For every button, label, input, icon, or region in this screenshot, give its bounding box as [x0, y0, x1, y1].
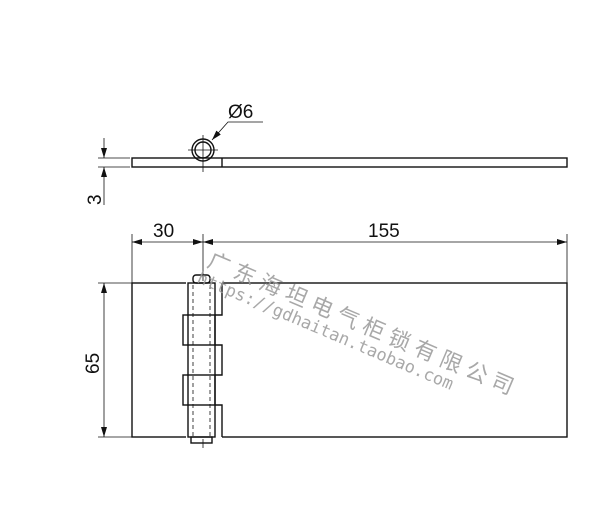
- watermark: 广东海坦电气柜锁有限公司 https://gdhaitan.taobao.com: [194, 249, 523, 403]
- height-label: 65: [83, 353, 104, 374]
- thickness-label: 3: [85, 194, 106, 205]
- pin-bottom: [190, 436, 213, 444]
- knuckle-mask: [186, 281, 222, 439]
- pin-offset-label: 30: [153, 221, 174, 242]
- pin-head: [192, 274, 211, 284]
- diameter-label: Ø6: [228, 102, 253, 123]
- front-view: 65: [83, 274, 568, 444]
- diameter-leader: [211, 121, 263, 141]
- knuckle: [182, 314, 216, 346]
- hinge-leaf-outline: [131, 282, 568, 438]
- right-leaf-edge: [215, 404, 223, 437]
- leaf-length-label: 155: [368, 221, 400, 242]
- watermark-url: https://gdhaitan.taobao.com: [194, 268, 456, 394]
- right-leaf-edge: [215, 283, 223, 316]
- watermark-company: 广东海坦电气柜锁有限公司: [204, 249, 523, 403]
- side-plate: [131, 157, 568, 168]
- right-leaf-edge: [215, 344, 223, 376]
- side-view: Ø6 3: [85, 102, 568, 205]
- knuckle: [182, 374, 216, 406]
